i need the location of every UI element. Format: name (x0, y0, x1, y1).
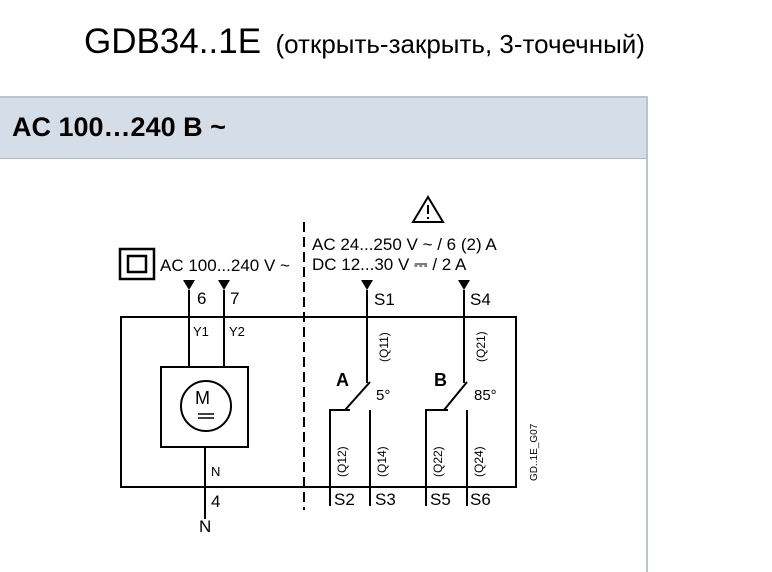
motor-icon (180, 380, 232, 432)
switch-b-contact (443, 381, 468, 411)
device-housing (120, 316, 517, 488)
terminal-s5: S5 (430, 490, 451, 509)
terminal-s6: S6 (470, 490, 491, 509)
terminal-7: 7 (230, 289, 239, 308)
switch-a-contact (344, 381, 371, 411)
terminal-s3: S3 (375, 490, 396, 509)
terminal-s1: S1 (374, 290, 395, 309)
switch-a-name: A (336, 370, 349, 390)
switch-b-angle: 85° (474, 387, 497, 404)
switch-b-name: B (434, 370, 447, 390)
square-in-square-icon (118, 247, 156, 281)
switch-b-q24: (Q24) (472, 446, 486, 477)
terminal-s2: S2 (334, 490, 355, 509)
terminal-6: 6 (197, 289, 206, 308)
drawing-code: GD..1E_G07 (529, 423, 540, 481)
section-header: AC 100…240 В ~ (0, 98, 646, 159)
switch-a-q12: (Q12) (335, 446, 349, 477)
switch-b-q21: (Q21) (474, 331, 488, 362)
switch-a-q11: (Q11) (377, 332, 391, 362)
switch-a-angle: 5° (376, 387, 390, 404)
warning-icon (411, 195, 445, 223)
page-title: GDB34..1E (открыть-закрыть, 3-точечный) (84, 22, 645, 62)
diagram-frame (0, 96, 648, 572)
section-header-label: AC 100…240 В ~ (12, 112, 226, 142)
aux-rating-ac: AC 24...250 V ~ / 6 (2) A (312, 235, 497, 254)
model-name: GDB34..1E (84, 22, 262, 61)
wire-n-inner: N (211, 464, 220, 479)
supply-voltage-label: AC 100...240 V ~ (160, 256, 290, 275)
terminal-4: 4 (211, 492, 220, 511)
switch-a-q14: (Q14) (375, 446, 389, 477)
switch-b-q22: (Q22) (431, 446, 445, 477)
wire-y2: Y2 (229, 324, 245, 339)
model-description: (открыть-закрыть, 3-точечный) (275, 29, 645, 59)
terminal-n: N (199, 517, 211, 536)
aux-rating-dc: DC 12...30 V ⎓ / 2 A (312, 255, 467, 274)
wire-y1: Y1 (193, 324, 209, 339)
motor-label: M (195, 388, 210, 408)
triangle-down-icon (183, 280, 470, 290)
terminal-s4: S4 (470, 290, 491, 309)
